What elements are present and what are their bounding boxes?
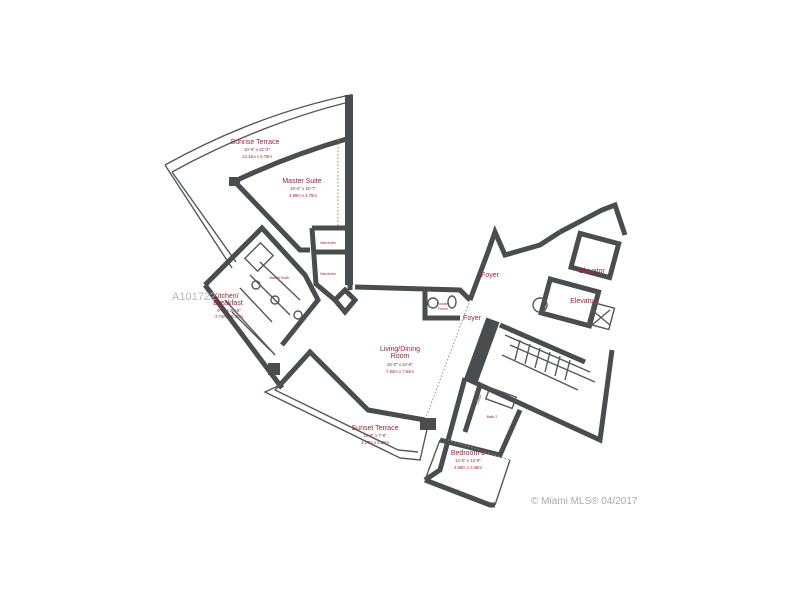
room-dims-m: 13.11m x 6.78m <box>242 154 272 159</box>
room-dims-m: 3.66m x 3.38m <box>454 465 482 470</box>
living-dining-walls <box>263 284 472 461</box>
room-dims-ft: 10'-6" x 22'-2" <box>244 147 270 152</box>
room-dims-ft: 16'-4" x 15'-7" <box>290 186 316 191</box>
copyright-watermark: © Miami MLS® 04/2017 <box>531 496 638 507</box>
room-label: Master Bath <box>269 276 288 280</box>
room-dims-m: 2.74m x 6.30m <box>215 314 243 319</box>
room-label: Bath 2 <box>487 415 497 419</box>
room-label: Elevator <box>579 268 605 275</box>
room-dims-ft: 10'-9" x 7'-6" <box>363 433 387 438</box>
master-suite-walls <box>233 140 353 302</box>
room-label: Living/Dining <box>380 346 420 353</box>
room-label: Foyer <box>463 315 482 322</box>
room-label: Wardrobe <box>320 272 336 276</box>
listing-id-watermark: A101722 <box>172 291 217 303</box>
room-label: Foyer <box>481 272 500 279</box>
room-dims-ft: 9'-0" x 20'-8" <box>217 308 241 313</box>
room-label: Room <box>438 307 448 311</box>
room-label: Bedroom 2 <box>451 450 485 457</box>
room-label: Room <box>391 353 410 360</box>
room-label: Closet <box>475 394 482 405</box>
bedroom-2-walls <box>423 377 523 508</box>
sunrise-terrace-walls <box>164 94 353 285</box>
room-dims-ft: 12'-0" x 13'-9" <box>455 458 481 463</box>
room-label: Sunset Terrace <box>352 425 399 432</box>
room-dims-m: 4.98m x 4.75m <box>289 193 317 198</box>
master-bath-kitchen-walls <box>202 224 321 390</box>
room-label: Powder <box>437 302 450 306</box>
room-dims-m: 3.27m x 2.29m <box>361 440 389 445</box>
room-label: Kitchen/ <box>213 293 238 300</box>
room-label: Breakfast <box>213 300 243 307</box>
room-dims-ft: 25'-0" x 24'-9" <box>387 362 413 367</box>
room-label: Elevator <box>570 298 596 305</box>
foyer-core-walls <box>463 201 628 444</box>
room-label: Master Suite <box>282 178 321 185</box>
room-label: Wardrobe <box>320 241 336 245</box>
room-dims-m: 7.62m x 7.54m <box>386 369 414 374</box>
room-label: Sunrise Terrace <box>231 139 280 146</box>
